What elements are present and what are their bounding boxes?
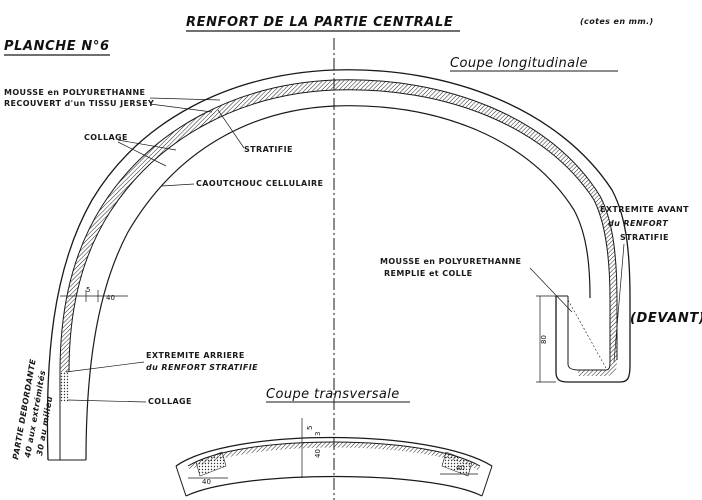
label-front-end-2: du RENFORT xyxy=(608,219,668,228)
front-u-laminate xyxy=(578,360,617,376)
label-foam-1: MOUSSE en POLYURETHANNE xyxy=(4,88,145,97)
drawing-title: RENFORT DE LA PARTIE CENTRALE xyxy=(186,15,453,30)
leader-foam-filled xyxy=(529,267,573,313)
dim-trans-40-left: 40 xyxy=(202,478,211,486)
transverse-section: 5 3 40 40 40 xyxy=(175,418,493,497)
view-title-transverse: Coupe transversale xyxy=(266,387,400,402)
label-foam-filled-1: MOUSSE en POLYURETHANNE xyxy=(380,257,521,266)
view-title-longitudinal: Coupe longitudinale xyxy=(450,56,588,71)
leader-foam xyxy=(149,97,221,101)
front-foam-fill-hint xyxy=(567,299,607,369)
trans-left-edge xyxy=(175,465,187,497)
laminate-outer-edge xyxy=(59,79,618,373)
front-u-inner xyxy=(567,296,611,371)
leader-collage-bottom xyxy=(67,399,147,403)
trans-inner-contour xyxy=(185,475,483,497)
trans-right-edge xyxy=(481,465,493,497)
longitudinal-dimensions: 5 40 80 xyxy=(60,286,556,383)
dim-long-40: 40 xyxy=(106,294,115,302)
longitudinal-section xyxy=(46,69,631,461)
trans-laminate-band xyxy=(188,442,480,470)
dim-long-5: 5 xyxy=(86,286,90,294)
label-collage-bottom: COLLAGE xyxy=(148,397,192,406)
dim-trans-5: 5 xyxy=(306,426,314,430)
label-rear-end-1: EXTREMITE ARRIERE xyxy=(146,351,245,360)
front-u-outer xyxy=(555,296,631,383)
leader-foam-2 xyxy=(149,103,213,113)
dim-trans-40-right: 40 xyxy=(456,464,465,472)
label-stratifie: STRATIFIE xyxy=(244,145,293,154)
arch-outer-contour xyxy=(46,69,631,461)
label-collage-top: COLLAGE xyxy=(84,133,128,142)
trans-outer-contour xyxy=(175,436,493,467)
rear-collage-zone xyxy=(60,372,70,402)
leader-collage-b xyxy=(117,141,167,167)
label-devant: (DEVANT) xyxy=(630,311,702,326)
leader-stratifie xyxy=(217,109,245,149)
label-foam-filled-2: REMPLIE et COLLE xyxy=(384,269,473,278)
laminate-inner-edge xyxy=(68,89,611,373)
dim-front-80: 80 xyxy=(540,335,548,344)
leader-collage-a xyxy=(117,139,177,151)
trans-right-glue-zone xyxy=(441,451,473,477)
label-caoutchouc: CAOUTCHOUC CELLULAIRE xyxy=(196,179,323,188)
laminate-band-hatched xyxy=(60,79,617,372)
trans-left-glue-zone xyxy=(195,451,227,477)
dim-trans-3: 3 xyxy=(314,432,322,436)
label-front-end-1: EXTREMITE AVANT xyxy=(600,205,689,214)
label-front-end-3: STRATIFIE xyxy=(620,233,669,242)
longitudinal-annotations: MOUSSE en POLYURETHANNE RECOUVERT d'un T… xyxy=(4,88,702,460)
label-rear-end-2: du RENFORT STRATIFIE xyxy=(146,363,258,372)
units-note: (cotes en mm.) xyxy=(580,17,654,26)
leader-rear-end xyxy=(65,361,145,373)
leader-front-end xyxy=(613,243,625,363)
dim-trans-40-center: 40 xyxy=(314,449,322,458)
arch-inner-contour xyxy=(85,105,591,461)
leader-caoutchouc xyxy=(161,183,195,187)
plate-number: PLANCHE N°6 xyxy=(4,39,110,54)
label-foam-2: RECOUVERT d'un TISSU JERSEY xyxy=(4,99,154,108)
